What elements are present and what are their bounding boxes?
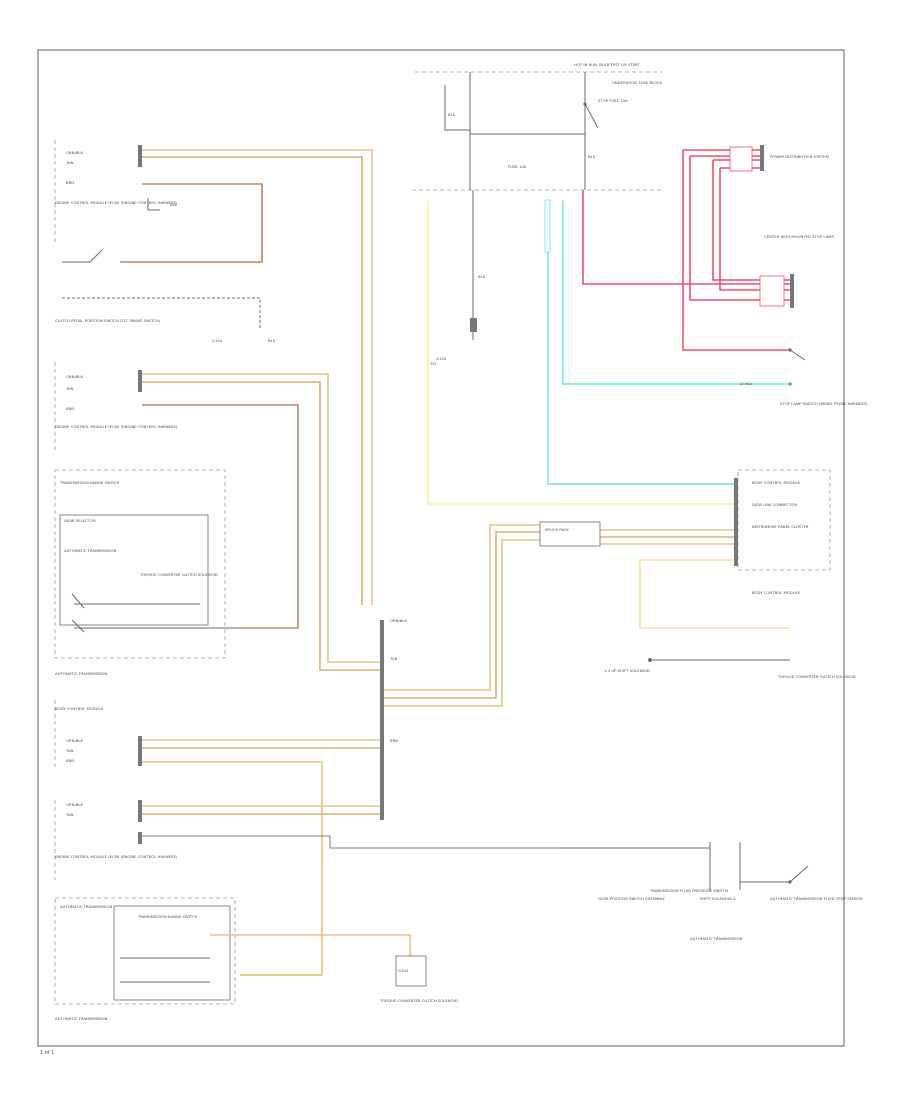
bcm-label-2: DATA LINK CONNECTOR <box>752 502 797 507</box>
fuse-block-group: HOT IN RUN, BULB TEST OR START UNDERHOOD… <box>412 62 663 191</box>
ecm-lower-pin1: ORN/BLK <box>66 738 83 743</box>
hot-in-run-label: HOT IN RUN, BULB TEST OR START <box>574 62 640 67</box>
ecm-mid-pin3: BRN <box>66 406 74 411</box>
bcm-label-1: BODY CONTROL MODULE <box>752 480 801 485</box>
clutch-switch: CLUTCH PEDAL POSITION SWITCH (TCC BRAKE … <box>55 249 276 343</box>
clutch-switch-label: CLUTCH PEDAL POSITION SWITCH (TCC BRAKE … <box>55 318 161 323</box>
tcc-solenoid-area: 1-4 UP-SHIFT SOLENOID TORQUE CONVERTER C… <box>604 658 856 679</box>
orange-bundle <box>382 524 790 707</box>
ecm-bottom-pin1: ORN/BLK <box>66 802 83 807</box>
trans-bottom-box: AUTOMATIC TRANSMISSION TRANSMISSION RANG… <box>54 897 236 1021</box>
ecm-bottom-pin2: TAN <box>65 812 74 817</box>
bcm-label-4: BODY CONTROL MODULE <box>752 590 801 595</box>
ecm-top-sub: BLK <box>170 202 178 207</box>
ecm-bottom-label: ENGINE CONTROL MODULE (ECM) (ENGINE CONT… <box>55 854 178 859</box>
center-conn-label-3: BRN <box>390 738 398 743</box>
center-connector: ORN/BLK TAN BRN <box>380 618 407 820</box>
ecm-bottom-wires <box>142 805 560 849</box>
diagram-frame <box>37 49 845 1047</box>
fuse-stop-label: STOP FUSE 10A <box>598 98 628 103</box>
cyan-wire-label: LT BLU <box>740 381 753 386</box>
fuse-label-left: BLK <box>448 112 456 117</box>
tcc-solenoid-box: G104 TORQUE CONVERTER CLUTCH SOLENOID <box>379 955 458 1003</box>
ecm-top-pin2: TAN <box>65 160 74 165</box>
trans-auto-label: AUTOMATIC TRANSMISSION <box>64 548 117 553</box>
ground-g104: G104 BLK <box>436 190 486 361</box>
ecm-lower-wires <box>142 739 380 976</box>
ecm-lower: BODY CONTROL MODULE ORN/BLK TAN BRN <box>54 700 142 770</box>
body-control-module: BODY CONTROL MODULE DATA LINK CONNECTOR … <box>734 469 831 595</box>
splice-pack-label: SPLICE PACK <box>545 527 569 532</box>
trans-auto-bottom: AUTOMATIC TRANSMISSION <box>55 671 108 676</box>
stop-lamp-label: STOP LAMP SWITCH (BRAKE PEDAL HARNESS) <box>780 401 868 406</box>
ecm-mid: ORN/BLK TAN BRN ENGINE CONTROL MODULE (E… <box>54 362 178 450</box>
cyan-connectors: LT BLU <box>544 199 753 386</box>
torque-conv-label: TORQUE CONVERTER CLUTCH SOLENOID <box>777 674 856 679</box>
trans-box: TRANSMISSION RANGE SWITCH GEAR SELECTOR … <box>54 469 240 676</box>
ecm-bottom: ORN/BLK TAN ENGINE CONTROL MODULE (ECM) … <box>54 800 178 880</box>
ecm-lower-pin2: TAN <box>65 748 74 753</box>
pink-connector-top: POWER DISTRIBUTION SYSTEM <box>729 145 829 172</box>
pink-connector-mid: CENTER HIGH MOUNTED STOP LAMP <box>759 234 834 308</box>
ground-wire-label: BLK <box>478 274 486 279</box>
bcm-label-3: INSTRUMENT PANEL CLUSTER <box>752 524 809 529</box>
ecm-mid-pin1: ORN/BLK <box>66 374 83 379</box>
ecm-top-pin3: BRN <box>66 180 74 185</box>
ground-label: G104 <box>436 356 447 361</box>
yellow-wire-label: YEL <box>430 361 438 366</box>
fuse-ecm-label: FUSE 10A <box>508 164 527 169</box>
ecm-top: ORN/BLK TAN BRN ENGINE CONTROL MODULE (E… <box>54 140 178 245</box>
bottom-labels: GEAR POSITION SWITCH ASSEMBLY TRANSMISSI… <box>598 888 863 941</box>
ecm-mid-label: ENGINE CONTROL MODULE (ECM) (ENGINE CONT… <box>55 424 178 429</box>
stop-lamp-switch: STOP LAMP SWITCH (BRAKE PEDAL HARNESS) <box>780 348 868 406</box>
page-label: 1 of 1 <box>40 1050 54 1056</box>
idle-shift-label: 1-4 UP-SHIFT SOLENOID <box>604 668 650 673</box>
trans-range-label: TRANSMISSION RANGE SWITCH <box>59 480 120 485</box>
trans-solenoid-label: GEAR SELECTOR <box>64 518 96 523</box>
ecm-lower-label: BODY CONTROL MODULE <box>55 706 104 711</box>
power-distribution-label: POWER DISTRIBUTION SYSTEM <box>770 154 829 159</box>
ecm-top-pin1: ORN/BLK <box>66 150 83 155</box>
trans-bottom-label: AUTOMATIC TRANSMISSION <box>60 904 113 909</box>
tcc-box-label: G104 <box>398 968 409 973</box>
trans-bottom-tcc: TRANSMISSION RANGE SWITCH <box>137 914 198 919</box>
ecm-lower-pin3: BRN <box>66 758 74 763</box>
bottom-label-1: GEAR POSITION SWITCH ASSEMBLY <box>598 896 665 901</box>
ecm-top-wires <box>120 149 373 605</box>
ecm-top-switch: BLK <box>147 198 178 211</box>
ecm-mid-wires <box>142 373 380 671</box>
bottom-black-wire <box>560 842 809 890</box>
center-conn-label-2: TAN <box>389 656 398 661</box>
trans-bottom-auto: AUTOMATIC TRANSMISSION <box>55 1016 108 1021</box>
pink-wires <box>582 149 790 351</box>
bottom-switch-node <box>788 880 792 884</box>
bottom-label-5: AUTOMATIC TRANSMISSION <box>690 936 743 941</box>
clutch-sub-2: BLK <box>268 338 276 343</box>
bottom-label-2: TRANSMISSION FLUID PRESSURE SWITCH <box>649 888 728 893</box>
ecm-top-label: ENGINE CONTROL MODULE (ECM) (ENGINE CONT… <box>55 200 178 205</box>
clutch-sub-1: G104 <box>212 338 223 343</box>
bottom-label-3: SHIFT SOLENOID A <box>700 896 736 901</box>
fuse-block-text: BLK <box>588 154 596 159</box>
splice-pack: SPLICE PACK <box>539 521 601 547</box>
underhood-fuse-label: UNDERHOOD FUSE BLOCK <box>612 80 663 85</box>
tcc-box-desc: TORQUE CONVERTER CLUTCH SOLENOID <box>379 998 458 1003</box>
cyan-wires <box>547 200 790 485</box>
trans-bottom-wires <box>210 934 411 976</box>
trans-tcc-label: TORQUE CONVERTER CLUTCH SOLENOID <box>139 572 218 577</box>
yellow-wires <box>427 200 738 505</box>
center-conn-label-1: ORN/BLK <box>390 618 407 623</box>
lamp-cluster-label: CENTER HIGH MOUNTED STOP LAMP <box>764 234 834 239</box>
ecm-mid-pin2: TAN <box>65 386 74 391</box>
bottom-label-4: AUTOMATIC TRANSMISSION FLUID TEMP SENSOR <box>770 896 863 901</box>
